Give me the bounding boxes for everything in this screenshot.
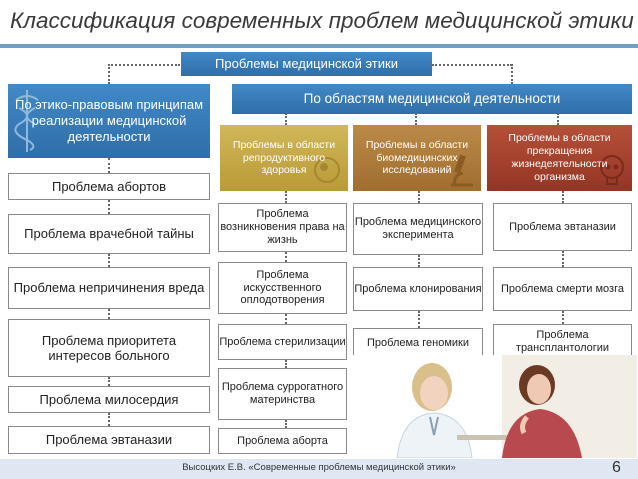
cat1-item-surrogacy: Проблема суррогатного материнства (218, 368, 347, 420)
left-connector-2 (108, 200, 110, 214)
left-connector-1 (108, 158, 110, 173)
cat1-item-connector-1 (285, 191, 287, 203)
left-connector-6 (108, 413, 110, 426)
left-branch-connector (108, 64, 110, 84)
cat3-item-brain-death: Проблема смерти мозга (493, 267, 632, 311)
page-number: 6 (612, 459, 621, 476)
category-termination-of-life: Проблемы в области прекращения жизнедеят… (487, 125, 632, 191)
cat3-item-connector-2 (562, 251, 564, 267)
cat1-item-sterilization: Проблема стерилизации (218, 324, 347, 360)
left-connector-3 (108, 254, 110, 267)
category-termination-label: Проблемы в области прекращения жизнедеят… (508, 132, 611, 183)
cat1-item-connector-4 (285, 360, 287, 368)
cat3-connector (557, 113, 559, 125)
cat1-item-connector-5 (285, 420, 287, 428)
category-reproductive-health: Проблемы в области репродуктивного здоро… (220, 125, 348, 191)
cat1-item-abortion: Проблема аборта (218, 428, 347, 454)
cat1-item-connector-3 (285, 314, 287, 324)
cat2-item-connector-1 (418, 191, 420, 203)
left-connector-4 (108, 309, 110, 319)
cat2-item-connector-2 (418, 255, 420, 267)
left-item-euthanasia: Проблема эвтаназии (8, 426, 210, 454)
category-biomedical-research: Проблемы в области биомедицинских исслед… (353, 125, 481, 191)
left-item-patient-priority: Проблема приоритета интересов больного (8, 319, 210, 377)
left-item-mercy: Проблема милосердия (8, 386, 210, 413)
root-header: Проблемы медицинской этики (181, 52, 432, 76)
root-left-connector (108, 64, 180, 66)
slide-title: Классификация современных проблем медици… (10, 8, 634, 33)
baby-icon (314, 157, 340, 183)
title-underline (0, 44, 638, 48)
footer-citation: Высоцких Е.В. «Современные проблемы меди… (182, 462, 456, 473)
cat1-connector (285, 113, 287, 125)
cat1-item-artificial-insemination: Проблема искусственного оплодотворения (218, 262, 347, 314)
caduceus-icon (14, 90, 39, 152)
footer-bar (0, 459, 638, 479)
microscope-icon (451, 154, 473, 187)
cat2-item-medical-experiment: Проблема медицинского эксперимента (353, 203, 483, 255)
category-reproductive-label: Проблемы в области репродуктивного здоро… (232, 138, 336, 177)
cat2-item-genomics: Проблема геномики (353, 328, 483, 358)
cat1-item-right-to-life: Проблема возникновения права на жизнь (218, 203, 347, 252)
cat3-item-transplantology: Проблема трансплантологии (493, 324, 632, 360)
skull-icon (600, 155, 624, 185)
left-item-medical-secrecy: Проблема врачебной тайны (8, 214, 210, 254)
cat2-connector (415, 113, 417, 125)
right-branch-header: По областям медицинской деятельности (232, 84, 632, 114)
doctor-patient-illustration (352, 355, 637, 458)
left-connector-5 (108, 377, 110, 386)
left-item-abortion: Проблема абортов (8, 173, 210, 200)
cat2-item-connector-3 (418, 311, 420, 328)
cat3-item-connector-1 (562, 191, 564, 203)
left-branch-header: По этико-правовым принципам реализации м… (8, 84, 210, 158)
cat3-item-connector-3 (562, 311, 564, 324)
root-right-connector (432, 64, 512, 66)
left-item-non-maleficence: Проблема непричинения вреда (8, 267, 210, 309)
cat1-item-connector-2 (285, 252, 287, 262)
cat3-item-euthanasia: Проблема эвтаназии (493, 203, 632, 251)
category-biomedical-label: Проблемы в области биомедицинских исслед… (365, 138, 469, 177)
cat2-item-cloning: Проблема клонирования (353, 267, 483, 311)
right-branch-connector (511, 64, 513, 84)
left-branch-header-label: По этико-правовым принципам реализации м… (14, 97, 204, 144)
